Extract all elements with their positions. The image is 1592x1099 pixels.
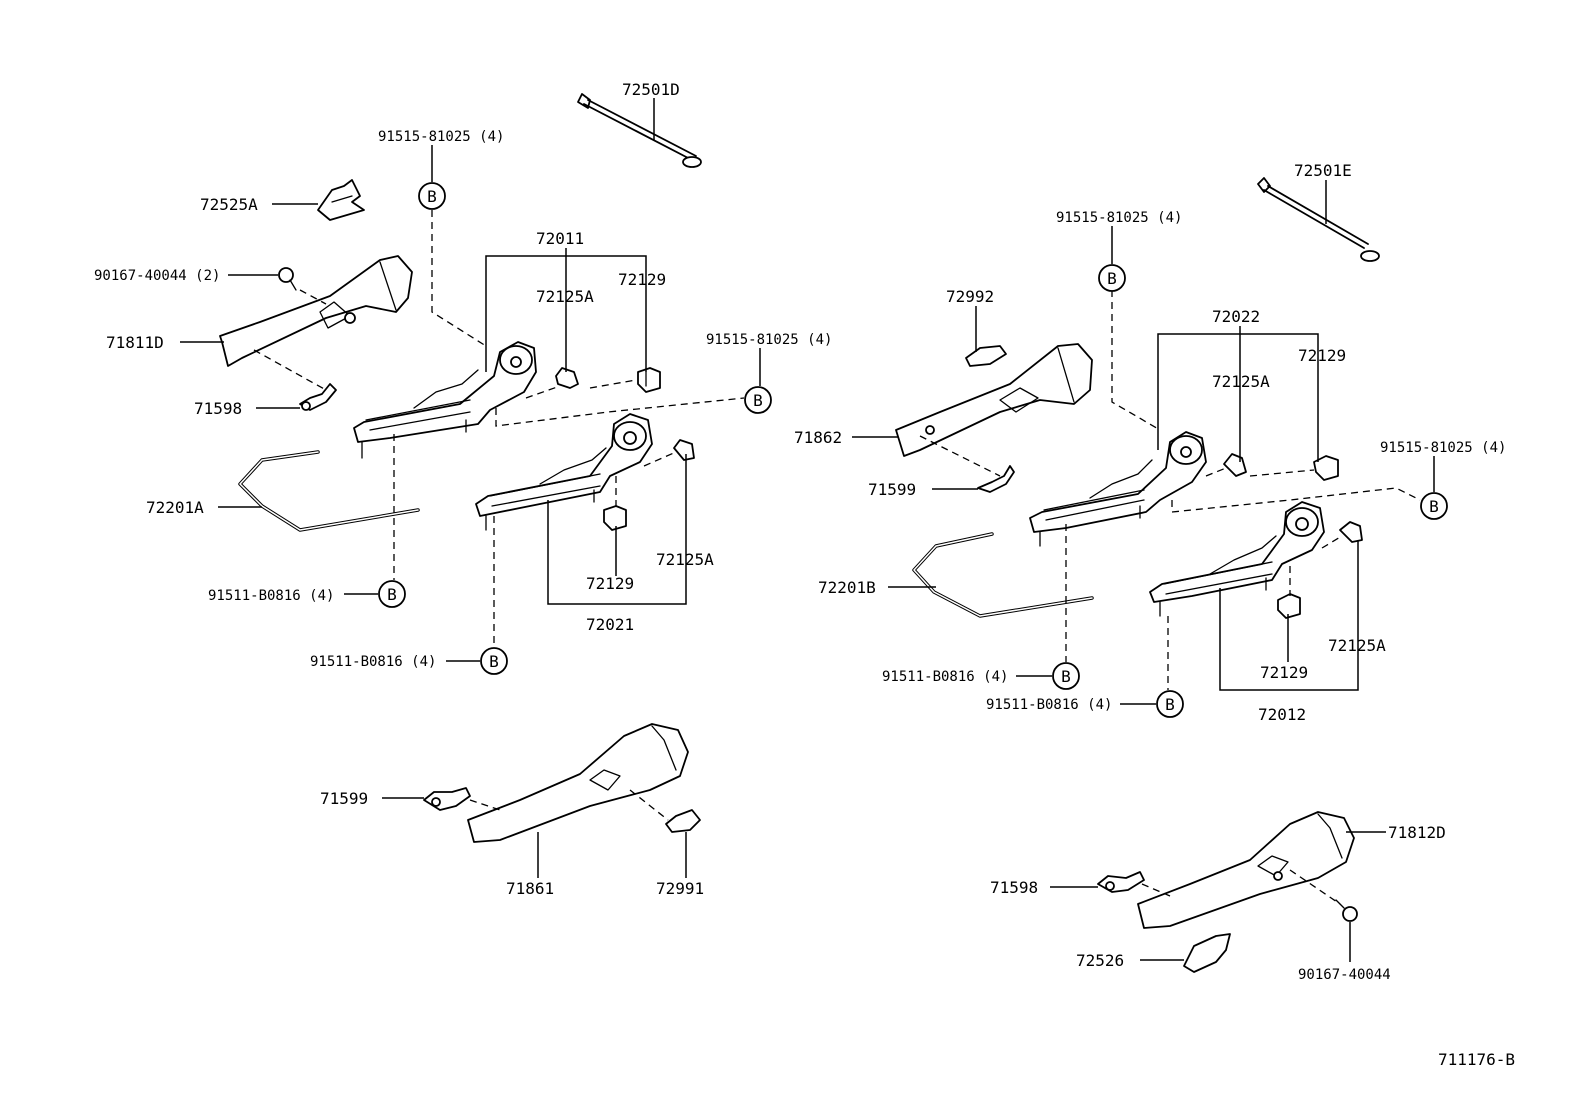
label-72526: 72526 — [1076, 951, 1124, 970]
label-90167-right: 90167-40044 — [1298, 967, 1391, 983]
svg-text:B: B — [489, 652, 499, 671]
label-72125a-left-upper: 72125A — [536, 287, 594, 306]
cover-71812d — [1137, 811, 1355, 929]
bracket-71598-left — [299, 383, 337, 411]
pad-72526 — [1183, 933, 1231, 973]
label-72991: 72991 — [656, 879, 704, 898]
screw-90167-left — [278, 267, 297, 291]
clip-72129-left-lower — [603, 505, 627, 531]
callout-circle-b: B — [1420, 492, 1448, 520]
svg-text:B: B — [1107, 269, 1117, 288]
clip-72525a — [317, 179, 365, 221]
label-72129-right-lower: 72129 — [1260, 663, 1308, 682]
label-72125a-right-upper: 72125A — [1212, 372, 1270, 391]
figure-number: 711176-B — [1438, 1050, 1515, 1069]
track-72012 — [1149, 501, 1325, 617]
label-91515-left-mid: 91515-81025 (4) — [706, 332, 832, 348]
track-72011 — [353, 341, 537, 459]
clip-72125a-right-upper — [1223, 453, 1247, 477]
clip-72125a-left-lower — [673, 439, 695, 461]
svg-text:B: B — [387, 585, 397, 604]
svg-text:B: B — [1429, 497, 1439, 516]
label-72022: 72022 — [1212, 307, 1260, 326]
screw-90167-right — [1335, 899, 1358, 922]
svg-text:B: B — [1165, 695, 1175, 714]
callout-circle-b: B — [1052, 662, 1080, 690]
label-72129-left-upper: 72129 — [618, 270, 666, 289]
label-71599-left: 71599 — [320, 789, 368, 808]
label-71598-right: 71598 — [990, 878, 1038, 897]
label-72011: 72011 — [536, 229, 584, 248]
callout-circle-b: B — [480, 647, 508, 675]
label-91511-right-b: 91511-B0816 (4) — [986, 697, 1112, 713]
clip-72125a-left-upper — [555, 367, 579, 389]
label-71598-left: 71598 — [194, 399, 242, 418]
bracket-71599-left — [423, 787, 471, 811]
label-72125a-right-lower: 72125A — [1328, 636, 1386, 655]
label-91511-left-b: 91511-B0816 (4) — [310, 654, 436, 670]
label-72012: 72012 — [1258, 705, 1306, 724]
label-72129-left-lower: 72129 — [586, 574, 634, 593]
label-71812d: 71812D — [1388, 823, 1446, 842]
assembly-dashed-lines — [253, 210, 1421, 905]
cover-71861 — [467, 723, 689, 843]
track-72022 — [1029, 431, 1207, 547]
label-72125a-left-lower: 72125A — [656, 550, 714, 569]
svg-text:B: B — [753, 391, 763, 410]
svg-text:B: B — [1061, 667, 1071, 686]
rod-72501d — [577, 93, 702, 168]
clip-72129-left-upper — [637, 367, 661, 393]
label-71811d: 71811D — [106, 333, 164, 352]
label-71861: 71861 — [506, 879, 554, 898]
bracket-71598-right — [1097, 871, 1145, 893]
bar-72201b — [912, 532, 1094, 618]
clip-72125a-right-lower — [1339, 521, 1363, 543]
cover-71811d — [219, 255, 413, 367]
label-72201b: 72201B — [818, 578, 876, 597]
cover-71862 — [895, 343, 1093, 457]
label-72021: 72021 — [586, 615, 634, 634]
leader-lines — [180, 98, 1435, 962]
label-91515-right-mid: 91515-81025 (4) — [1380, 440, 1506, 456]
track-72021 — [475, 413, 653, 531]
clip-72992 — [965, 345, 1007, 367]
label-72525a: 72525A — [200, 195, 258, 214]
label-72501d: 72501D — [622, 80, 680, 99]
label-71599-right: 71599 — [868, 480, 916, 499]
bar-72201a — [238, 450, 420, 532]
callout-circle-b: B — [418, 182, 446, 210]
label-91511-left-a: 91511-B0816 (4) — [208, 588, 334, 604]
clip-72129-right-upper — [1313, 455, 1339, 481]
label-91515-left-top: 91515-81025 (4) — [378, 129, 504, 145]
rod-72501e — [1257, 177, 1380, 262]
label-72992: 72992 — [946, 287, 994, 306]
label-71862: 71862 — [794, 428, 842, 447]
callout-circle-b: B — [744, 386, 772, 414]
callout-circle-b: B — [378, 580, 406, 608]
clip-72129-right-lower — [1277, 593, 1301, 619]
bracket-71599-right — [977, 465, 1015, 493]
label-91511-right-a: 91511-B0816 (4) — [882, 669, 1008, 685]
callout-circle-b: B — [1098, 264, 1126, 292]
svg-text:B: B — [427, 187, 437, 206]
label-90167-left: 90167-40044 (2) — [94, 268, 220, 284]
label-72501e: 72501E — [1294, 161, 1352, 180]
label-72201a: 72201A — [146, 498, 204, 517]
part-labels: 72501D 91515-81025 (4) 72525A 72011 7212… — [94, 80, 1515, 1069]
label-72129-right-upper: 72129 — [1298, 346, 1346, 365]
clip-72991 — [665, 809, 701, 833]
callout-circle-b: B — [1156, 690, 1184, 718]
label-91515-right-top: 91515-81025 (4) — [1056, 210, 1182, 226]
